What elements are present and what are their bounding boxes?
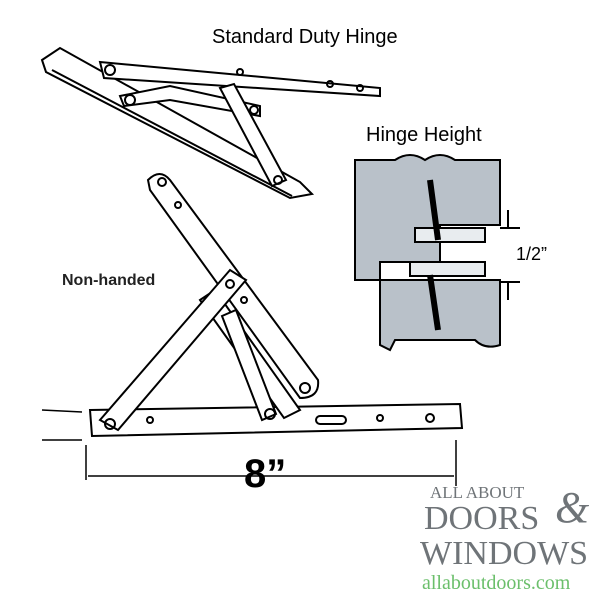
logo-line3: WINDOWS xyxy=(420,535,589,572)
brand-logo: ALL ABOUT DOORS & WINDOWS allaboutdoors.… xyxy=(420,484,600,596)
hinge-height-label: Hinge Height xyxy=(366,124,482,146)
logo-url: allaboutdoors.com xyxy=(422,572,571,594)
diagram-title: Standard Duty Hinge xyxy=(212,26,398,48)
non-handed-label: Non-handed xyxy=(62,272,156,289)
length-dimension-label: 8” xyxy=(244,452,287,496)
hinge-height-section xyxy=(354,154,520,352)
gap-dimension-label: 1/2” xyxy=(516,244,548,264)
dimension-lines xyxy=(41,409,457,486)
logo-ampersand: & xyxy=(555,483,590,532)
closed-hinge-drawing xyxy=(40,46,381,200)
logo-line2: DOORS xyxy=(424,500,540,537)
open-hinge-drawing xyxy=(88,173,464,438)
logo-line1: ALL ABOUT xyxy=(430,483,525,502)
